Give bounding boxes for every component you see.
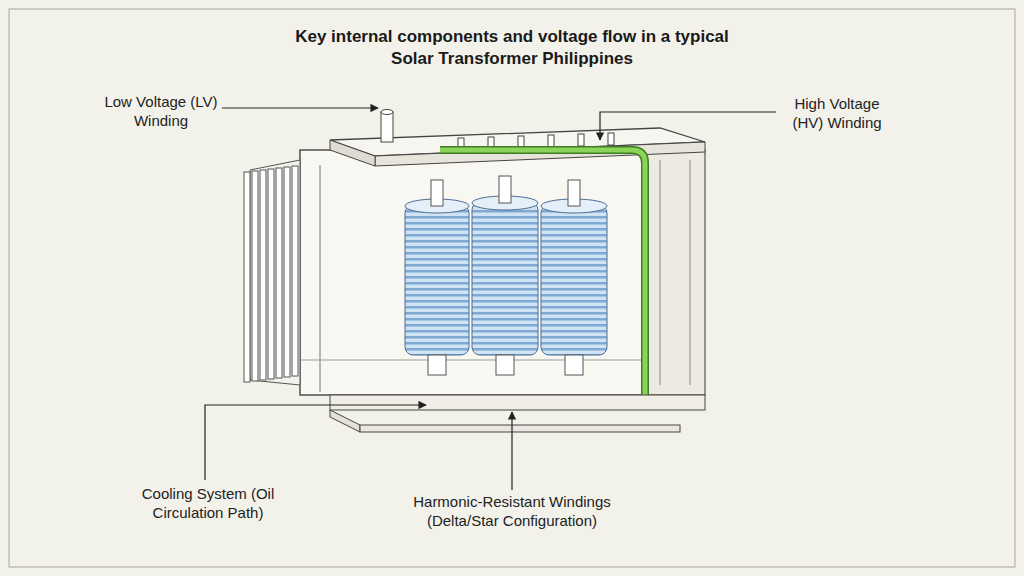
lv-bushing-cap	[381, 110, 393, 115]
hv-lead-outline	[440, 150, 645, 402]
coil-support	[496, 355, 514, 375]
core-limb	[431, 180, 443, 206]
lv-bushing	[381, 112, 393, 142]
leader-line	[222, 107, 378, 108]
radiator-fin	[260, 170, 266, 380]
leader-line	[600, 112, 776, 140]
tank-edge	[320, 165, 321, 392]
panel-line	[690, 160, 691, 385]
radiator-back	[250, 160, 300, 385]
coil-support	[565, 355, 583, 375]
hv-bushing	[608, 133, 614, 145]
winding-coil	[472, 202, 538, 355]
side-panel	[645, 150, 705, 395]
callout-label: Low Voltage (LV) Winding	[96, 92, 226, 130]
radiator-fin	[244, 172, 250, 382]
radiator-fin	[292, 166, 298, 376]
panel-line	[660, 160, 661, 385]
core-limb	[568, 180, 580, 206]
base-rail	[360, 425, 680, 432]
radiator-fin	[252, 171, 258, 381]
leader-line	[205, 405, 426, 480]
page-frame	[9, 9, 1015, 567]
top-cover-edge	[330, 140, 375, 166]
base-frame	[330, 395, 705, 410]
base-foot	[330, 410, 360, 432]
tank-floor	[300, 360, 645, 361]
callout-label: Cooling System (Oil Circulation Path)	[122, 484, 294, 522]
callout-label: Harmonic-Resistant Windings (Delta/Star …	[392, 492, 632, 530]
radiator-fin	[284, 167, 290, 377]
radiator-fin	[276, 168, 282, 378]
diagram-title: Key internal components and voltage flow…	[282, 26, 742, 70]
radiator-fin	[268, 169, 274, 379]
leader-line	[511, 412, 512, 490]
winding-coil	[405, 205, 469, 355]
hv-bushing	[578, 134, 584, 146]
hv-lead-pipe	[440, 150, 645, 402]
winding-coil	[541, 205, 607, 355]
hv-bushing	[548, 135, 554, 147]
callout-label: High Voltage (HV) Winding	[782, 94, 892, 132]
core-limb	[499, 176, 511, 203]
tank-body	[300, 150, 645, 395]
coil-support	[428, 355, 446, 375]
